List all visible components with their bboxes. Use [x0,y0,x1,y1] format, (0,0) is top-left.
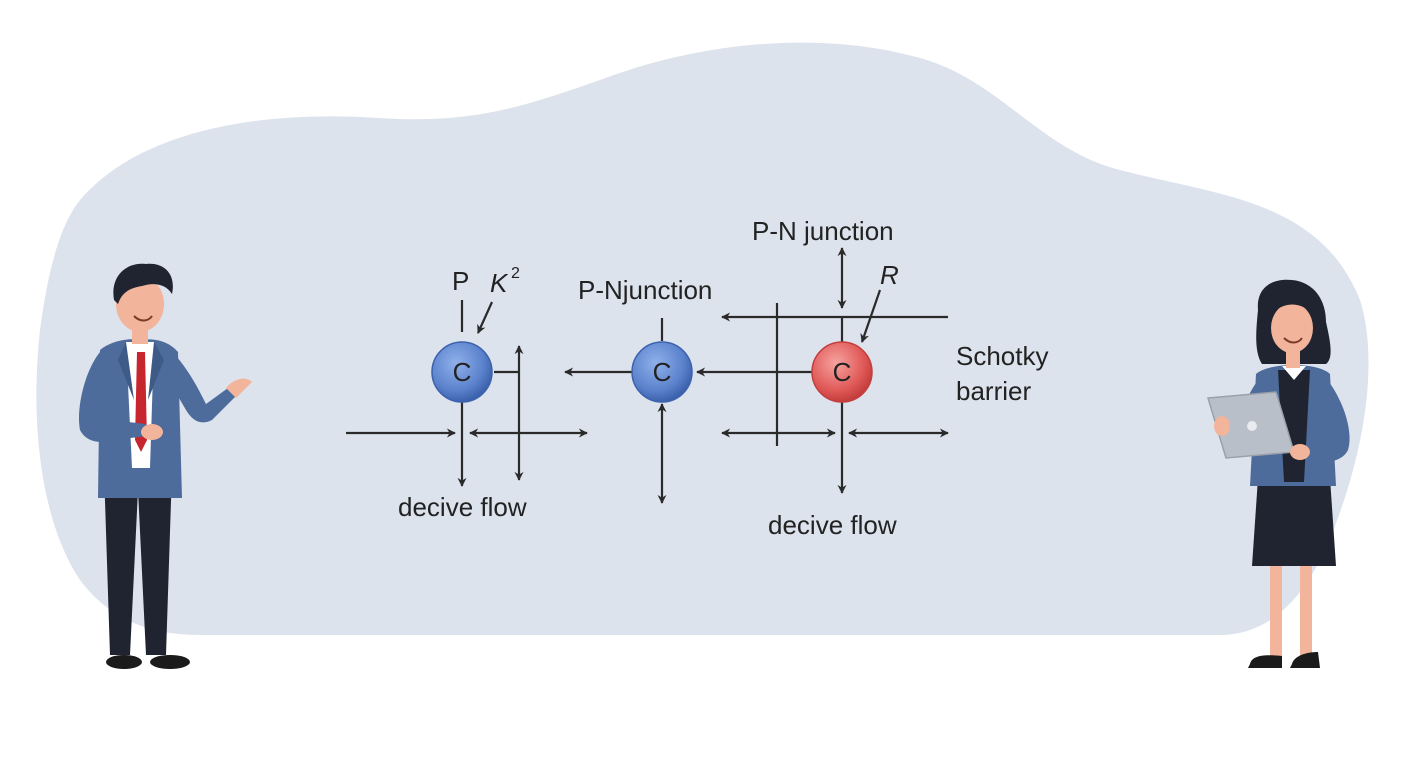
cluster-right [721,247,949,494]
label-pn-junction-top: P-N junction [752,216,894,246]
label-decive-flow-right: decive flow [768,510,897,540]
cluster-middle [564,318,812,504]
label-pn-junction-left: P-Njunction [578,275,712,305]
label-k: K [490,268,509,298]
label-k-exponent: 2 [511,265,520,282]
node-2: C [631,341,693,403]
woman-with-laptop-illustration [1207,279,1350,668]
cluster-left [346,300,588,487]
man-presenter-illustration [78,263,252,669]
node-1: C [431,341,493,403]
node-2-letter: C [653,357,672,387]
node-3-letter: C [833,357,852,387]
node-3: C [811,341,873,403]
label-schottky-line2: barrier [956,376,1031,406]
node-1-letter: C [453,357,472,387]
r-arrow [860,289,882,343]
label-schottky-line1: Schotky [956,341,1049,371]
label-r: R [880,260,899,290]
k-arrow [476,301,494,334]
label-p: P [452,266,469,296]
background-blob [36,42,1369,635]
label-decive-flow-left: decive flow [398,492,527,522]
